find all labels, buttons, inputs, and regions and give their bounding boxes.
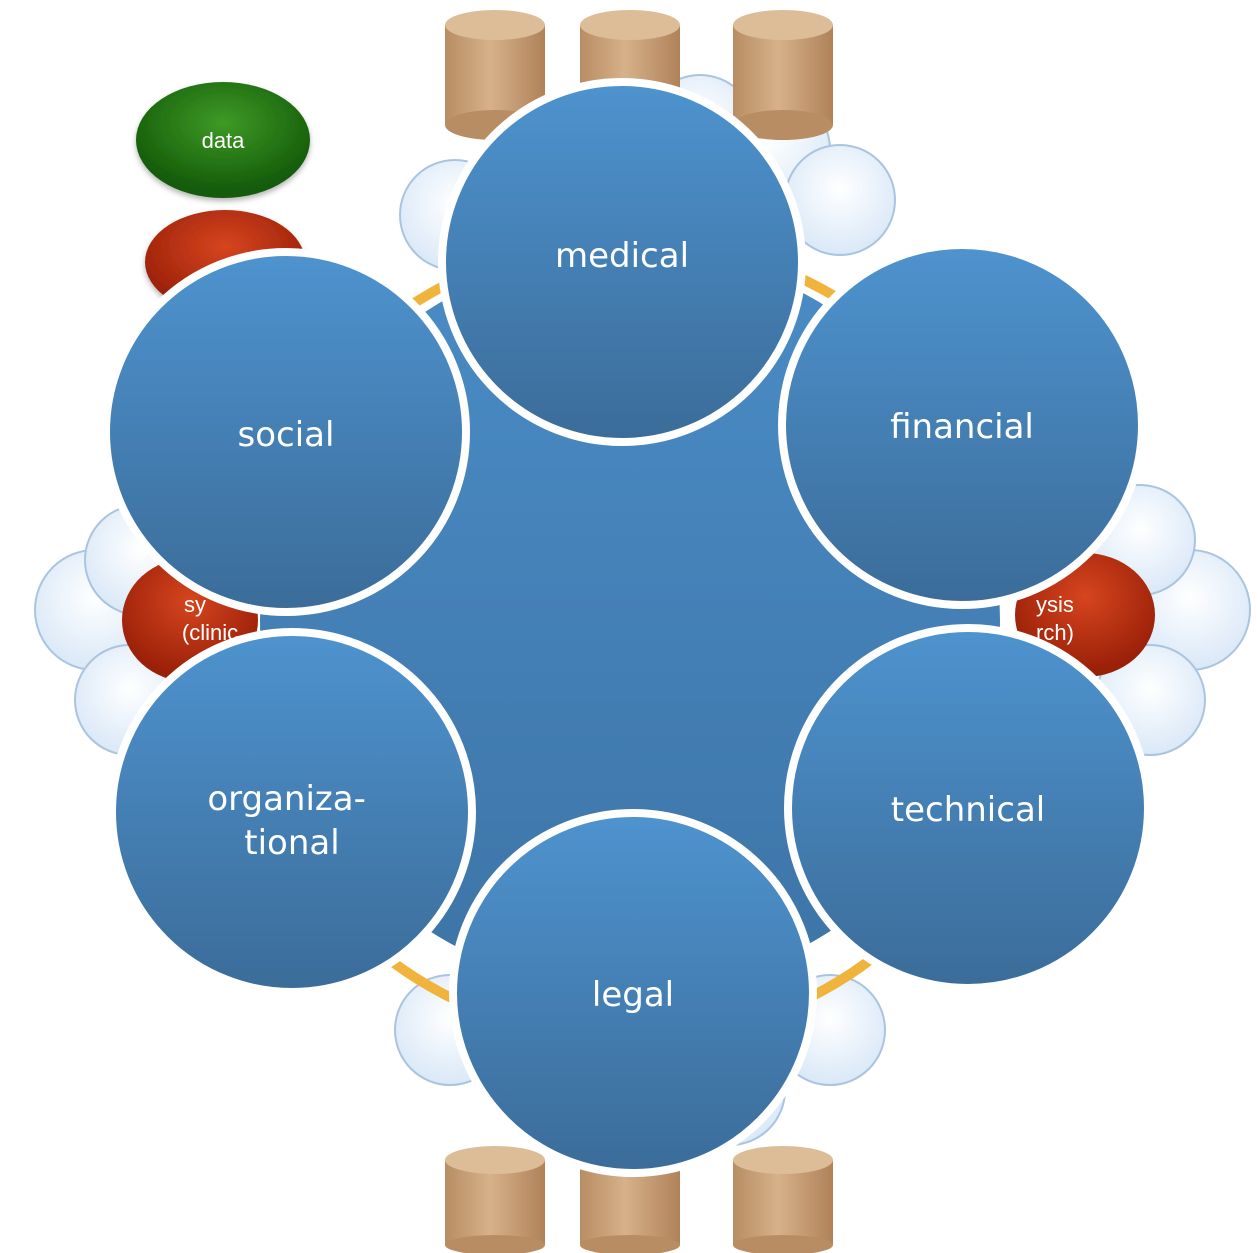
domain-legal-label: legal: [592, 975, 674, 1015]
domain-financial-label: financial: [890, 407, 1034, 447]
domain-social: social: [102, 248, 470, 616]
database-icon: [445, 10, 545, 140]
database-icon: [733, 1146, 833, 1253]
domain-medical: medical: [438, 78, 806, 446]
system-left-line1: sy: [184, 592, 206, 617]
domain-technical-label: technical: [891, 790, 1045, 830]
legend-data-label: data: [202, 128, 246, 153]
domain-technical: technical: [784, 624, 1152, 992]
domain-social-label: social: [238, 415, 335, 455]
domain-financial: financial: [778, 241, 1146, 609]
domain-organizational: organiza- tional: [108, 628, 476, 996]
domain-organizational-label: organiza- tional: [207, 779, 376, 863]
domain-legal: legal: [449, 809, 817, 1177]
legend-data-pill: data: [136, 82, 310, 198]
database-icon: [733, 10, 833, 140]
database-icon: [445, 1146, 545, 1253]
system-right-line1: ysis: [1036, 592, 1074, 617]
domain-medical-label: medical: [555, 236, 689, 276]
